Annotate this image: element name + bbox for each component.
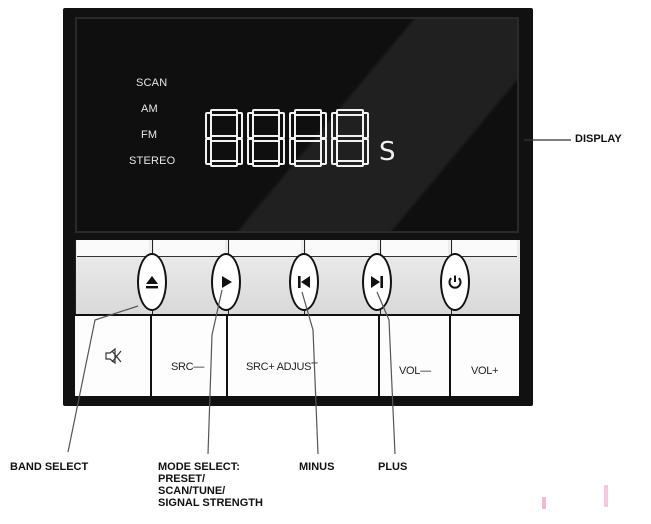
tab-1 [77, 240, 149, 257]
mode-select-line-1: MODE SELECT: [158, 461, 240, 473]
indicator-am: AM [141, 103, 158, 115]
decorative-mark-2 [604, 485, 608, 507]
callout-mode-select: MODE SELECT: PRESET/ SCAN/TUNE/ SIGNAL S… [158, 461, 263, 509]
leader-mode-select [207, 289, 223, 455]
segment-c [236, 138, 243, 165]
tab-6 [453, 240, 517, 257]
segment-c [320, 138, 327, 165]
segment-e [247, 138, 254, 165]
tab-2 [154, 240, 225, 257]
play-icon [222, 276, 232, 288]
mode-select-line-4: SIGNAL STRENGTH [158, 497, 263, 509]
src-plus-adjust-button[interactable]: SRC+ ADJUST [228, 316, 378, 396]
tab-3 [230, 240, 301, 257]
skip-next-button[interactable] [362, 253, 392, 311]
mute-icon [105, 347, 122, 365]
segment-c [362, 138, 369, 165]
leader-plus [376, 291, 396, 455]
tab-4 [306, 240, 377, 257]
power-icon [448, 275, 462, 289]
mode-select-line-3: SCAN/TUNE/ [158, 485, 226, 497]
skip-previous-icon [298, 276, 310, 288]
src-minus-label: SRC— [171, 361, 205, 373]
leader-minus [301, 291, 319, 455]
mode-select-line-2: PRESET/ [158, 473, 206, 485]
play-button[interactable] [211, 253, 241, 311]
eject-icon [146, 276, 158, 289]
eject-button[interactable] [137, 253, 167, 311]
vol-plus-button[interactable]: VOL+ [451, 316, 519, 396]
skip-next-icon [371, 276, 383, 288]
callout-band-select: BAND SELECT [10, 461, 89, 473]
decorative-mark-1 [542, 497, 546, 509]
segment-c [278, 138, 285, 165]
indicator-stereo: STEREO [129, 155, 176, 167]
leader-band-select [67, 305, 139, 453]
segment-e [205, 138, 212, 165]
display-panel: SCAN AM FM STEREO S [75, 17, 519, 233]
callout-plus: PLUS [378, 461, 408, 473]
vol-minus-label: VOL— [399, 365, 431, 377]
segment-e [331, 138, 338, 165]
segment-digit [331, 109, 369, 167]
callout-minus: MINUS [299, 461, 335, 473]
skip-previous-button[interactable] [289, 253, 319, 311]
segment-digit [247, 109, 285, 167]
segment-e [289, 138, 296, 165]
segment-digit [205, 109, 243, 167]
callout-display: DISPLAY [575, 133, 622, 145]
tab-5 [382, 240, 448, 257]
segment-digit [289, 109, 327, 167]
power-button[interactable] [440, 253, 470, 311]
vol-plus-label: VOL+ [471, 365, 499, 377]
indicator-fm: FM [141, 129, 158, 141]
segment-suffix: S [379, 137, 396, 167]
indicator-scan: SCAN [136, 77, 168, 89]
src-plus-adjust-label: SRC+ ADJUST [246, 361, 318, 373]
